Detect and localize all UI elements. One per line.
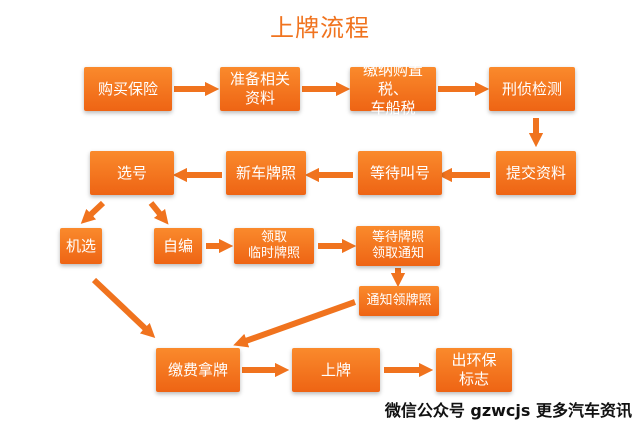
arrow-notice-to-pay: [233, 299, 357, 348]
step-wait-call: 等待叫号: [358, 151, 442, 195]
page-title: 上牌流程: [270, 14, 370, 42]
step-machine-select: 机选: [60, 228, 102, 264]
step-inspection: 刑侦检测: [489, 67, 575, 111]
step-prepare-docs: 准备相关 资料: [220, 67, 300, 111]
step-select-number: 选号: [90, 151, 174, 195]
step-buy-insurance: 购买保险: [84, 67, 172, 111]
step-submit-docs: 提交资料: [496, 151, 576, 195]
step-pay-get-plate: 缴费拿牌: [156, 348, 240, 392]
step-pay-tax: 缴纳购置税、 车船税: [350, 61, 436, 117]
step-wait-plate: 等待牌照 领取通知: [356, 226, 440, 266]
footer-watermark: 微信公众号 gzwcjs 更多汽车资讯: [384, 401, 632, 420]
step-register: 上牌: [292, 348, 380, 392]
step-self-select: 自编: [154, 228, 202, 264]
step-env-label: 出环保 标志: [436, 348, 512, 392]
arrow-select-to-machine: [80, 200, 106, 224]
step-notice-plate: 通知领牌照: [359, 286, 439, 316]
step-temp-plate: 领取 临时牌照: [234, 228, 314, 264]
arrow-select-to-self: [148, 201, 169, 225]
step-new-plate: 新车牌照: [226, 151, 306, 195]
arrow-machine-to-pay: [91, 277, 156, 338]
